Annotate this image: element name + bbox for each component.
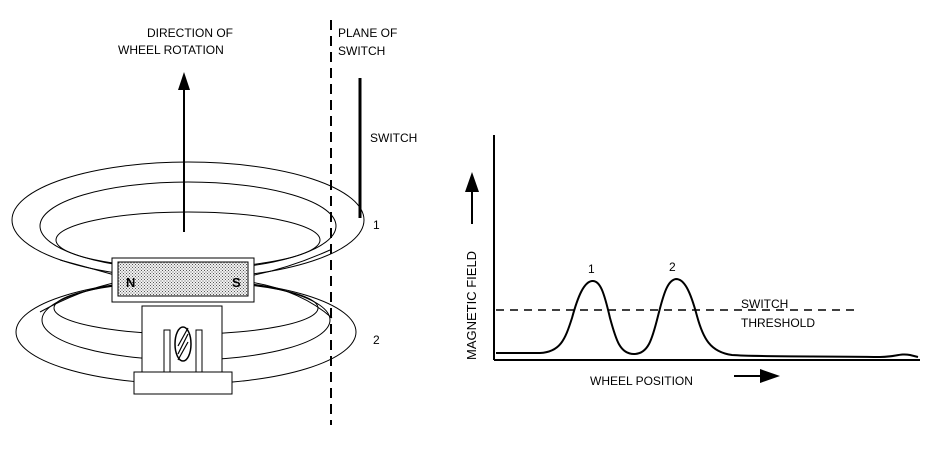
y-direction-arrow — [465, 172, 479, 224]
graph-axes — [493, 135, 920, 361]
y-axis-label: MAGNETIC FIELD — [464, 250, 479, 360]
plane-label-line1: PLANE OF — [338, 26, 398, 40]
threshold-label-line2: THRESHOLD — [741, 316, 816, 330]
threshold-label-line1: SWITCH — [741, 297, 789, 311]
peak-2-label: 2 — [669, 260, 676, 274]
switch-label: SWITCH — [370, 131, 418, 145]
north-pole-label: N — [126, 275, 136, 290]
loop-2-label: 2 — [373, 333, 380, 347]
rotation-arrow — [178, 72, 190, 232]
x-direction-arrow — [734, 369, 780, 383]
loop-1-label: 1 — [373, 218, 380, 232]
peak-1-label: 1 — [588, 262, 595, 276]
field-curve — [496, 277, 919, 359]
magnet — [111, 257, 255, 303]
x-axis-label: WHEEL POSITION — [590, 374, 693, 388]
plane-label-line2: SWITCH — [338, 44, 386, 58]
rotation-label-line1: DIRECTION OF — [147, 26, 233, 40]
rotation-arrow-head — [178, 72, 190, 90]
south-pole-label: S — [232, 275, 241, 290]
magnet-holder — [133, 305, 233, 395]
rotation-label-line2: WHEEL ROTATION — [118, 43, 224, 57]
